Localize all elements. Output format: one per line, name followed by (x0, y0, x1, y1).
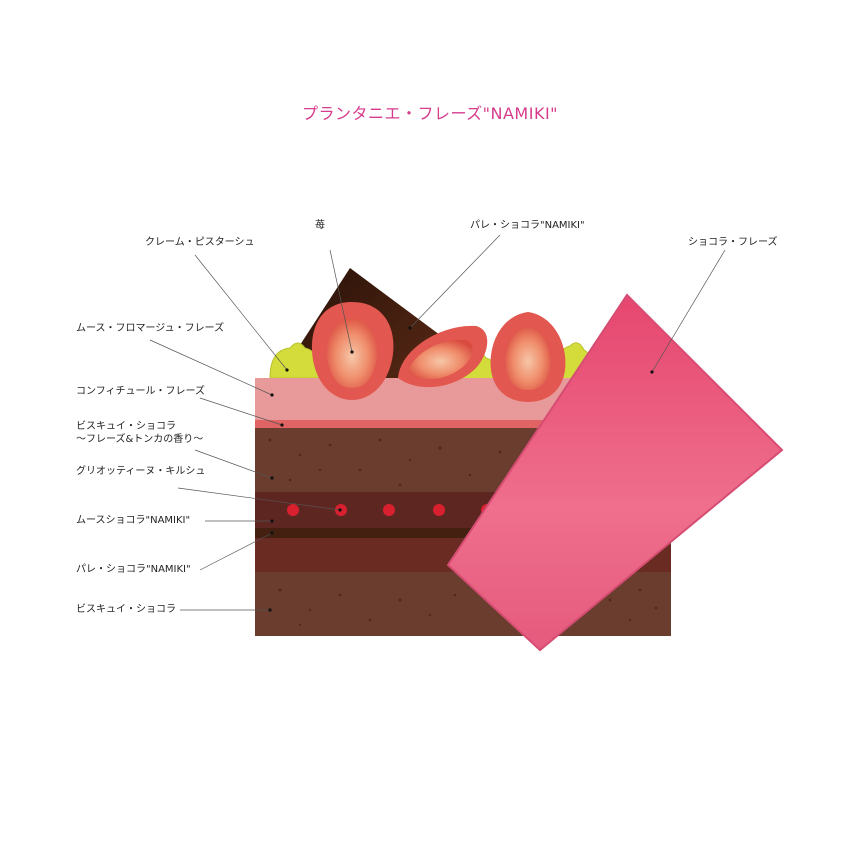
label-biscuit-top-line2: ～フレーズ&トンカの香り～ (76, 434, 204, 445)
chocolat-fraise-plaque (446, 293, 784, 652)
label-creme-pistache: クレーム・ピスターシュ (145, 237, 255, 248)
diagram-title: プランタニエ・フレーズ"NAMIKI" (301, 104, 559, 123)
pave-thin-layer (255, 528, 671, 538)
label-chocolat-fraise: ショコラ・フレーズ (688, 237, 778, 248)
label-confiture: コンフィチュール・フレーズ (76, 386, 205, 397)
label-mousse-chocolat: ムースショコラ"NAMIKI" (76, 515, 191, 526)
strawberry-middle (398, 325, 488, 388)
confiture-layer (255, 420, 671, 428)
label-biscuit-bottom: ビスキュイ・ショコラ (76, 604, 176, 615)
biscuit-speckles (268, 438, 658, 627)
label-biscuit-top-line1: ビスキュイ・ショコラ (76, 421, 176, 432)
leader-dots (268, 326, 654, 612)
leader-lines (149, 234, 726, 611)
label-griotte: グリオッティーヌ・キルシュ (76, 466, 206, 477)
label-pave-mid: パレ・ショコラ"NAMIKI" (76, 564, 191, 575)
strawberry-right (490, 312, 566, 402)
label-pave-top: パレ・ショコラ"NAMIKI" (470, 220, 585, 231)
label-mousse-fromage: ムース・フロマージュ・フレーズ (76, 323, 225, 334)
label-strawberry: 苺 (315, 220, 325, 231)
